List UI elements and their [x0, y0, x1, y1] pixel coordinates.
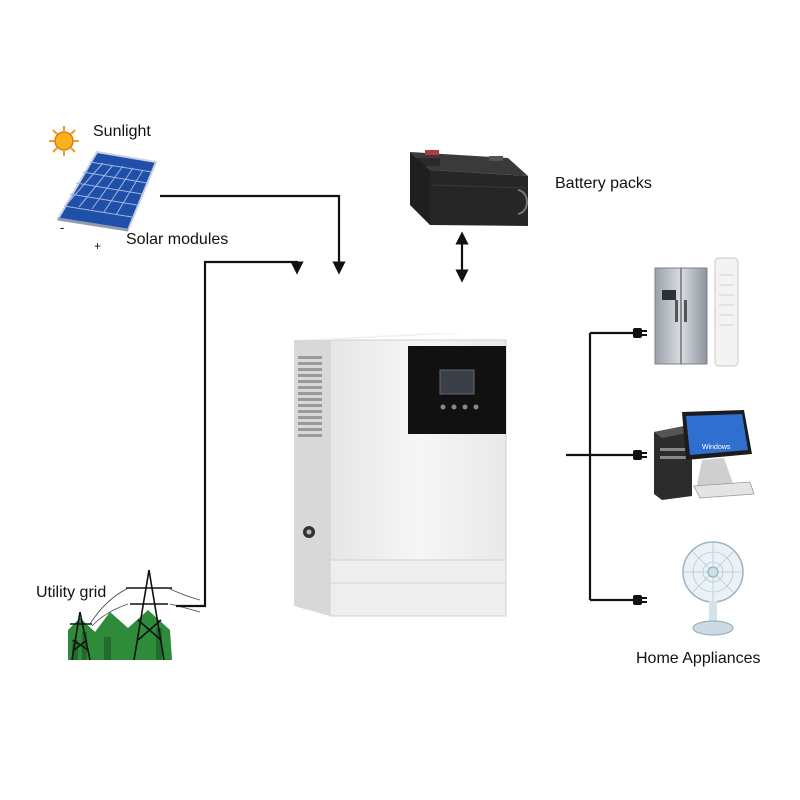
solar-modules-label: Solar modules — [126, 231, 229, 248]
solar-panel-icon — [56, 150, 158, 232]
plug-icon — [633, 595, 647, 605]
battery-packs-label: Battery packs — [555, 175, 652, 192]
plug-icon — [633, 328, 647, 338]
refrigerator-icon — [654, 267, 708, 365]
air-conditioner-icon — [714, 257, 739, 367]
fan-icon — [682, 541, 744, 636]
power-tower-icon — [68, 569, 201, 661]
computer-icon: Windows — [654, 410, 755, 500]
battery-icon — [410, 150, 528, 226]
connection-lines — [160, 194, 633, 608]
solar-to-inverter-line — [160, 194, 346, 275]
inverter-icon — [294, 333, 507, 617]
panel-minus-label: - — [60, 220, 64, 235]
sun-icon — [49, 126, 79, 156]
utility-grid-label: Utility grid — [36, 584, 107, 601]
monitor-brand-text: Windows — [702, 444, 731, 451]
home-appliances-label: Home Appliances — [636, 650, 761, 667]
plug-icon — [633, 450, 647, 460]
panel-plus-label: + — [94, 239, 101, 253]
grid-to-inverter-line — [176, 260, 304, 608]
sunlight-label: Sunlight — [93, 123, 151, 140]
